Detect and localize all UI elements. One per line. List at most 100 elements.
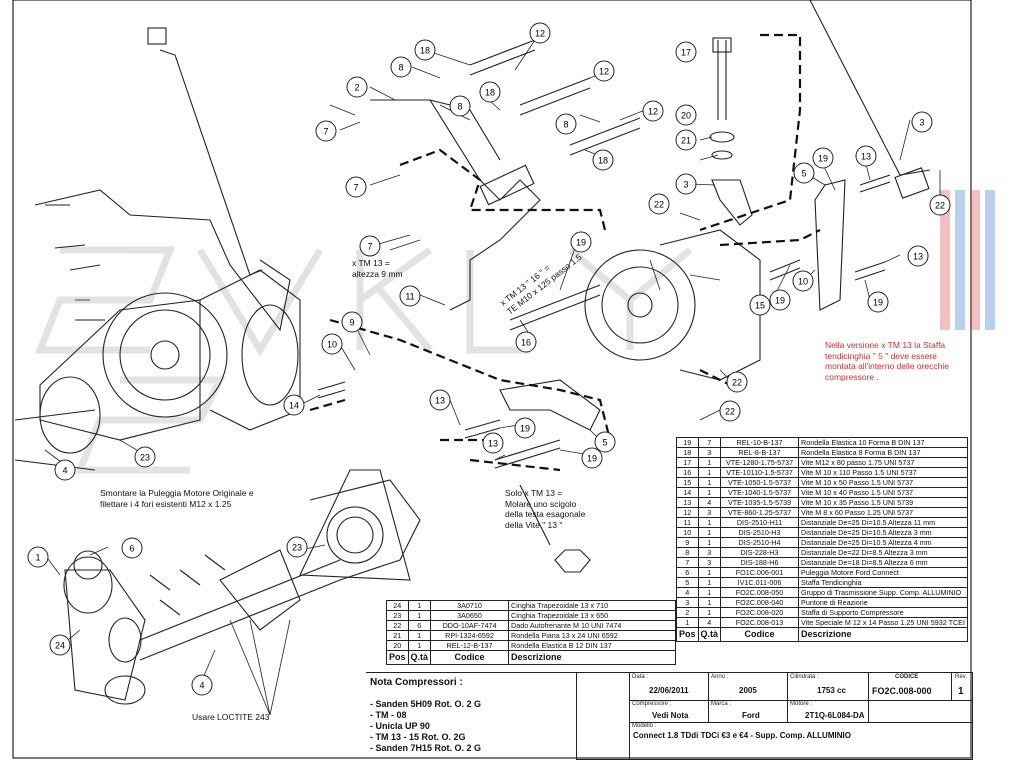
bom-header-right: Pos Q.tà Codice Descrizione xyxy=(676,627,968,642)
cilindrata-value: 1753 cc xyxy=(817,686,846,695)
codice-value: FO2C.008-000 xyxy=(872,686,932,696)
svg-text:10: 10 xyxy=(327,340,337,350)
callout-3: 3 xyxy=(675,173,697,195)
note-tm13-height: x TM 13 = altezza 9 mm xyxy=(352,258,403,279)
bom-cell-qty: 4 xyxy=(697,497,722,508)
bom-cell-code: DIS-2510-H4 xyxy=(720,537,800,548)
bom-cell-qty: 1 xyxy=(697,597,722,608)
rod-end-right xyxy=(894,167,930,199)
bom-cell-pos: 8 xyxy=(676,547,699,558)
note-line: della testa esagonale xyxy=(505,509,586,519)
svg-text:7: 7 xyxy=(323,127,328,137)
callout-18: 18 xyxy=(592,149,614,171)
bom-cell-code: FO2C.008-020 xyxy=(720,607,800,618)
modello-value: Connect 1.8 TDdi TDCi €3 e €4 - Supp. Co… xyxy=(633,731,851,740)
callout-19: 19 xyxy=(867,291,889,313)
callout-19: 19 xyxy=(581,447,603,469)
callout-17: 17 xyxy=(675,41,697,63)
bom-cell-qty: 1 xyxy=(407,600,432,611)
svg-text:24: 24 xyxy=(55,641,65,651)
note-solo-tm13: Solo x TM 13 = Molare uno scigolo della … xyxy=(505,488,585,530)
callout-18: 18 xyxy=(414,39,436,61)
bom-cell-code: IV1C.011-006 xyxy=(720,577,800,588)
compressor-item: - Unicla UP 90 xyxy=(370,721,430,731)
callout-8: 8 xyxy=(390,56,412,78)
bom-header-left: Pos Q.tà Codice Descrizione xyxy=(386,650,676,665)
callout-22: 22 xyxy=(929,194,951,216)
note-leader xyxy=(519,484,551,546)
bolt-16 xyxy=(509,284,601,331)
svg-text:8: 8 xyxy=(398,63,403,73)
svg-text:5: 5 xyxy=(801,169,806,179)
bom-cell-pos: 21 xyxy=(386,630,409,641)
bom-cell-desc: Distanziale De=25 Di=10.5 Altezza 3 mm xyxy=(798,527,968,538)
bom-cell-pos: 23 xyxy=(386,610,409,621)
svg-text:16: 16 xyxy=(521,338,531,348)
bom-cell-qty: 1 xyxy=(407,640,432,651)
callout-16: 16 xyxy=(515,331,537,353)
callout-18: 18 xyxy=(479,81,501,103)
data-label: Data : xyxy=(632,674,649,680)
studs-left xyxy=(45,204,105,321)
bolt-13b xyxy=(854,261,886,281)
bom-cell-pos: 2 xyxy=(676,607,699,618)
bom-cell-qty: 3 xyxy=(697,447,722,458)
callout-7: 7 xyxy=(359,235,381,257)
compressore-label: Compressore : xyxy=(632,701,672,707)
bom-cell-code: 3A0650 xyxy=(430,610,510,621)
bom-cell-desc: Vite M 10 x 35 Passo 1.5 UNI 5739 xyxy=(798,497,968,508)
bom-cell-qty: 1 xyxy=(697,607,722,618)
bom-cell-code: DIS-2510-H11 xyxy=(720,517,800,528)
svg-text:19: 19 xyxy=(775,296,785,306)
note-line: tendicinghia " 5 " deve essere xyxy=(825,350,937,361)
rev-label: Rev. xyxy=(955,674,967,680)
bom-cell-desc: Dado Autofrenante M 10 UNI 7474 xyxy=(508,620,676,631)
bom-cell-code: DIS-228-H3 xyxy=(720,547,800,558)
bom-cell-pos: 18 xyxy=(676,447,699,458)
callout-22: 22 xyxy=(726,371,748,393)
bom-cell-qty: 1 xyxy=(697,567,722,578)
note-line: Smontare la Puleggia Motore Originale e xyxy=(100,488,254,498)
bom-cell-code: REL-12-B-137 xyxy=(430,640,510,651)
bom-cell-code: RPI-1324-6592 xyxy=(430,630,510,641)
svg-text:20: 20 xyxy=(681,111,691,121)
svg-text:6: 6 xyxy=(129,544,134,554)
bom-cell-qty: 1 xyxy=(697,537,722,548)
callout-23: 23 xyxy=(286,536,308,558)
svg-text:22: 22 xyxy=(654,200,664,210)
bom-cell-qty: 3 xyxy=(697,557,722,568)
svg-text:13: 13 xyxy=(913,252,923,262)
svg-text:22: 22 xyxy=(935,201,945,211)
callout-20: 20 xyxy=(675,104,697,126)
bom-cell-desc: Distanziale De=18 Di=8.5 Altezza 6 mm xyxy=(798,557,968,568)
title-col xyxy=(787,673,788,722)
bom-cell-code: FO1C.006-001 xyxy=(720,567,800,578)
callout-5: 5 xyxy=(594,431,616,453)
header-desc: Descrizione xyxy=(798,627,968,642)
title-row-1 xyxy=(629,673,972,701)
header-desc: Descrizione xyxy=(508,650,676,665)
bom-cell-code: VTE-1280-1.75-5737 xyxy=(720,457,800,468)
marca-label: Marca : xyxy=(711,701,732,707)
bolt-14 xyxy=(317,381,346,399)
bom-cell-qty: 1 xyxy=(697,577,722,588)
bom-cell-desc: Vite M 8 x 60 Passo 1.25 UNI 5737 xyxy=(798,507,968,518)
compressor-list: - Sanden 5H09 Rot. O. 2 G- TM - 08- Unic… xyxy=(370,699,481,754)
compressore-value: Vedi Nota xyxy=(652,711,689,720)
bom-cell-pos: 13 xyxy=(676,497,699,508)
bolt-17 xyxy=(717,40,727,120)
bolt-13c xyxy=(464,419,501,439)
bom-cell-desc: Puntone di Reazione xyxy=(798,597,968,608)
rev-value: 1 xyxy=(958,686,964,697)
modello-label: Modello : xyxy=(632,723,657,729)
compressor-center xyxy=(584,229,761,381)
